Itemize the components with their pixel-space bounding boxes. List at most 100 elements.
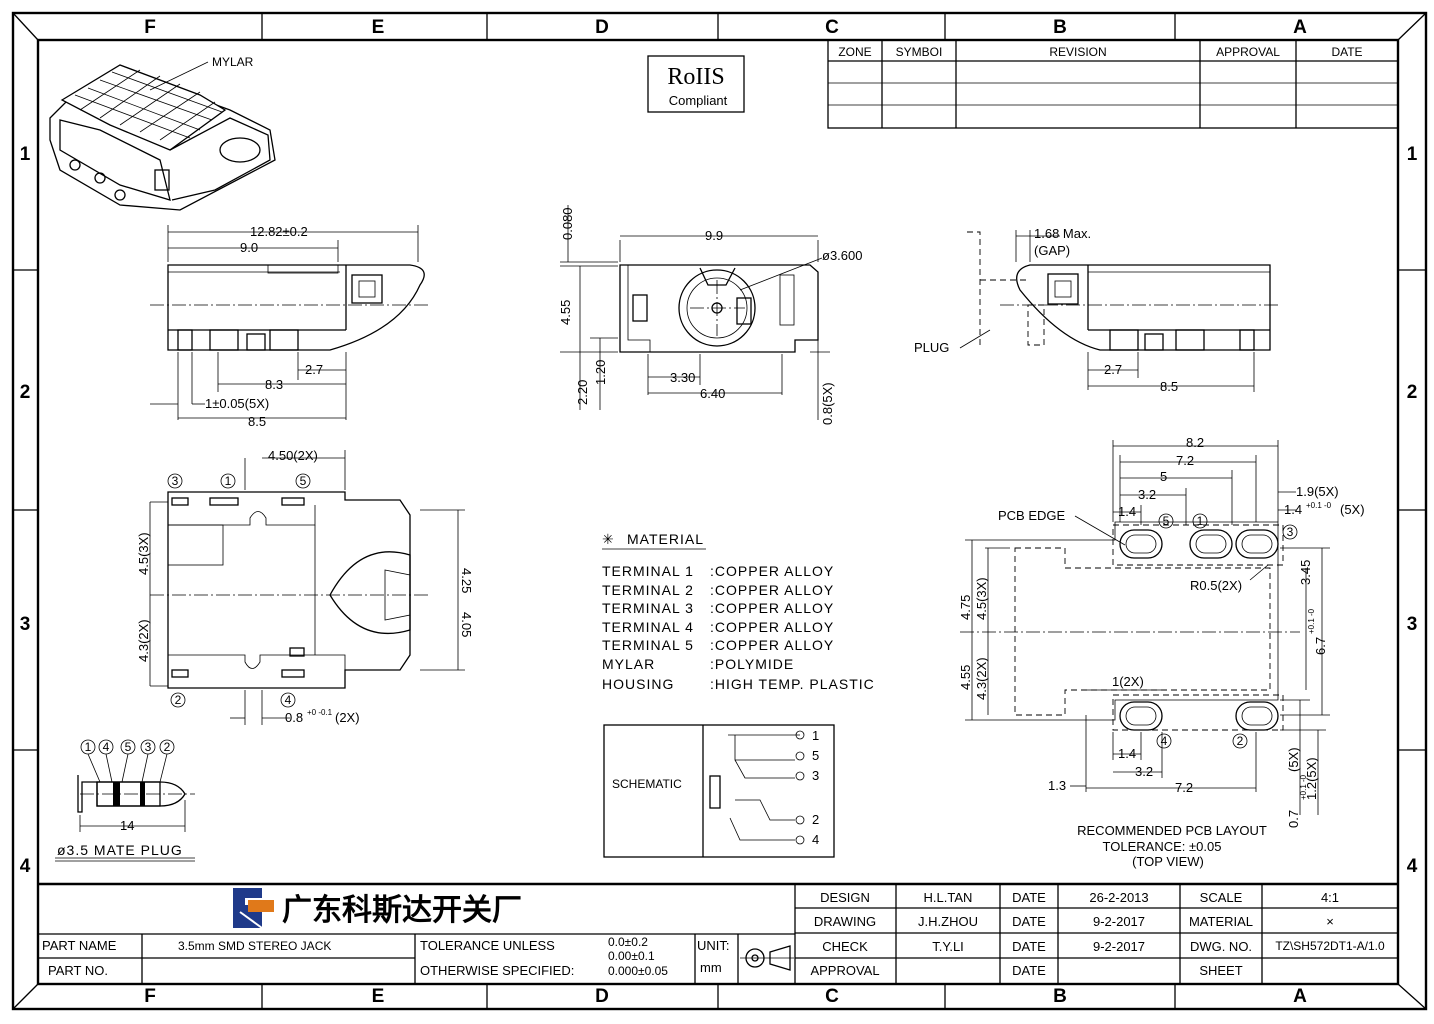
dim-pcb-1-4x-count: (5X)	[1340, 502, 1365, 517]
revision-table: ZONE SYMBOI REVISION APPROVAL DATE	[827, 39, 1399, 129]
dim-front-0-8: 0.8(5X)	[820, 382, 835, 425]
drawing-label: DRAWING	[814, 914, 876, 929]
title-block: 广东科斯达开关厂 PART NAME 3.5mm SMD STEREO JACK…	[38, 882, 1398, 984]
col-label-e-bottom: E	[372, 986, 385, 1007]
tolerance-2: 0.00±0.1	[608, 949, 655, 963]
dim-pcb-1: 1(2X)	[1112, 674, 1144, 689]
row-label-3: 3	[20, 614, 31, 635]
tolerance-label-1: TOLERANCE UNLESS	[420, 938, 555, 953]
rohs-compliant: Compliant	[669, 93, 728, 108]
schematic-pin-4: 4	[812, 832, 819, 847]
schematic-pin-3: 3	[812, 768, 819, 783]
rohs-mark: RoIIS Compliant	[647, 55, 745, 113]
material-key-1: TERMINAL 1	[602, 563, 694, 579]
date-value-2: 9-2-2017	[1093, 914, 1145, 929]
date-value-1: 26-2-2013	[1089, 890, 1148, 905]
plug-ring-2: 2	[164, 740, 171, 754]
pcb-pin-3: 3	[1287, 525, 1294, 539]
dim-pcb-1-4x-tol: +0.1 -0	[1306, 501, 1332, 510]
drawing-value: J.H.ZHOU	[918, 914, 978, 929]
material-block-label: MATERIAL	[1189, 914, 1253, 929]
dim-pcb-0-7-count: (5X)	[1286, 747, 1301, 772]
material-key-3: TERMINAL 3	[602, 600, 694, 616]
col-label-f: F	[144, 17, 156, 38]
col-label-c-bottom: C	[825, 986, 839, 1007]
rev-header-symbol: SYMBOI	[896, 45, 943, 59]
pcb-edge-label: PCB EDGE	[998, 508, 1066, 523]
schematic-pin-5: 5	[812, 748, 819, 763]
top-pin-4: 4	[285, 693, 292, 707]
isometric-view: MYLAR	[49, 55, 276, 211]
dim-side-9: 9.0	[240, 240, 258, 255]
dim-pcb-7-2b: 7.2	[1175, 780, 1193, 795]
pcb-pin-1: 1	[1197, 514, 1204, 528]
material-val-1: :COPPER ALLOY	[710, 563, 834, 579]
material-list: ✳ MATERIAL TERMINAL 1 :COPPER ALLOY TERM…	[602, 531, 874, 692]
col-label-b-bottom: B	[1053, 986, 1067, 1007]
dim-front-2-20: 2.20	[575, 380, 590, 405]
dim-side-pin: 1±0.05(5X)	[205, 396, 269, 411]
mylar-label: MYLAR	[212, 55, 254, 69]
dim-pcb-8-2: 8.2	[1186, 435, 1204, 450]
date-value-3: 9-2-2017	[1093, 939, 1145, 954]
dim-pcb-6-7: 6.7	[1313, 637, 1328, 655]
rev-header-date: DATE	[1331, 45, 1362, 59]
design-label: DESIGN	[820, 890, 870, 905]
dwg-label: DWG. NO.	[1190, 939, 1252, 954]
rohs-title: RoIIS	[667, 64, 724, 90]
part-name-label: PART NAME	[42, 938, 117, 953]
dim-top-4-5: 4.5(3X)	[136, 532, 151, 575]
dim-front-dia: ø3.600	[822, 248, 862, 263]
material-key-2: TERMINAL 2	[602, 582, 694, 598]
dim-right-8-5: 8.5	[1160, 379, 1178, 394]
approval-label: APPROVAL	[810, 963, 879, 978]
dim-top-0-8-tol: +0 -0.1	[307, 708, 333, 717]
dim-pcb-4-5: 4.5(3X)	[974, 577, 989, 620]
dim-top-4-3: 4.3(2X)	[136, 619, 151, 662]
dim-top-4-25: 4.25	[459, 568, 474, 593]
part-no-label: PART NO.	[48, 963, 108, 978]
unit-value: mm	[700, 960, 722, 975]
col-label-a-bottom: A	[1293, 986, 1307, 1007]
dim-side-overall: 12.82±0.2	[250, 224, 308, 239]
top-pin-3: 3	[172, 474, 179, 488]
material-rows: TERMINAL 1 :COPPER ALLOY TERMINAL 2 :COP…	[602, 563, 874, 692]
check-label: CHECK	[822, 939, 868, 954]
rev-header-approval: APPROVAL	[1216, 45, 1280, 59]
dim-pcb-4-3: 4.3(2X)	[974, 657, 989, 700]
tolerance-label-2: OTHERWISE SPECIFIED:	[420, 963, 574, 978]
col-label-b: B	[1053, 17, 1067, 38]
dim-top-0-8: 0.8	[285, 710, 303, 725]
dim-pcb-7-2: 7.2	[1176, 453, 1194, 468]
dim-pcb-0-7: 0.7	[1286, 810, 1301, 828]
col-label-f-bottom: F	[144, 986, 156, 1007]
mate-plug: 1 4 5 3 2 14 ø3.5 MATE PLUG	[55, 739, 195, 862]
dim-front-6-40: 6.40	[700, 386, 725, 401]
plug-label: PLUG	[914, 340, 949, 355]
dim-pcb-3-45: 3.45	[1298, 560, 1313, 585]
dim-pcb-1-2: 1.2(5X)	[1304, 757, 1319, 800]
front-view: 0.080 9.9 ø3.600 4.55 1.20 2.20 3.30 6.4…	[558, 205, 862, 425]
dim-plug-14: 14	[120, 818, 134, 833]
col-label-c: C	[825, 17, 839, 38]
dim-side-8-5: 8.5	[248, 414, 266, 429]
side-view: 12.82±0.2 9.0 2.7 8.3 1±0.05(5X) 8.5	[150, 224, 430, 429]
dim-front-9-9: 9.9	[705, 228, 723, 243]
dim-pcb-4-55: 4.55	[958, 665, 973, 690]
col-label-d: D	[595, 17, 609, 38]
pcb-pin-4: 4	[1161, 734, 1168, 748]
schematic-pin-1: 1	[812, 728, 819, 743]
dim-top-4-05: 4.05	[459, 612, 474, 637]
material-key-5: TERMINAL 5	[602, 637, 694, 653]
plug-ring-5: 5	[125, 740, 132, 754]
dim-pcb-5: 5	[1160, 469, 1167, 484]
dim-pcb-1-9: 1.9(5X)	[1296, 484, 1339, 499]
material-val-2: :COPPER ALLOY	[710, 582, 834, 598]
unit-label: UNIT:	[697, 938, 730, 953]
design-value: H.L.TAN	[924, 890, 973, 905]
col-label-a: A	[1293, 17, 1307, 38]
right-side-view: 1.68 Max. (GAP) PLUG 2.7 8.5	[914, 226, 1280, 394]
schematic-label: SCHEMATIC	[612, 777, 682, 791]
dim-right-2-7: 2.7	[1104, 362, 1122, 377]
